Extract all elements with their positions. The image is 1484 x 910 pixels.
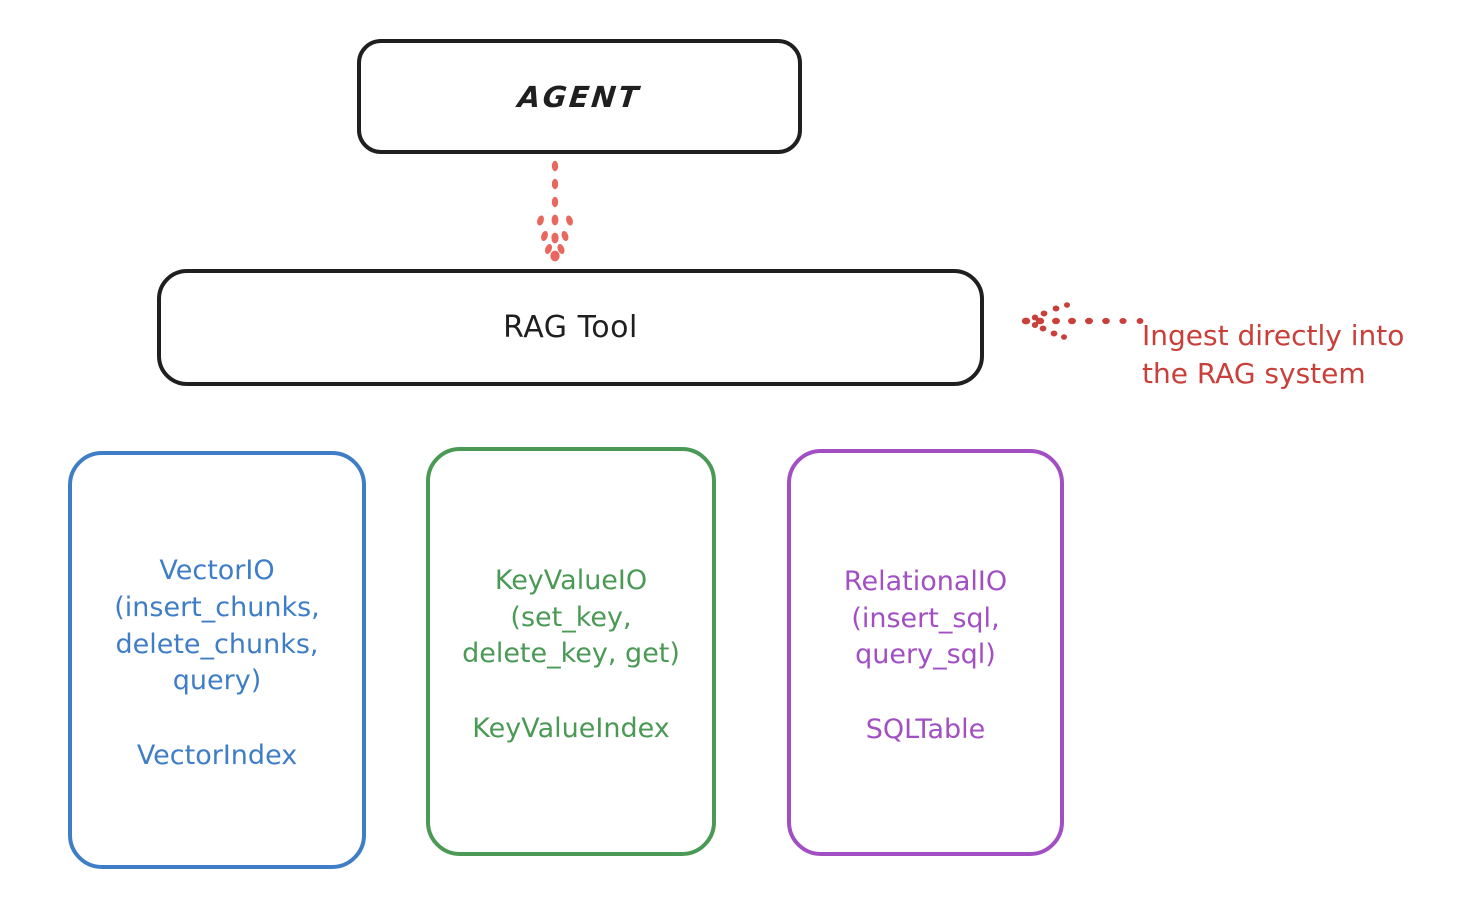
ingest-annotation: Ingest directly into the RAG system [1142,278,1474,394]
agent-to-rag-arrow-icon [537,160,573,262]
ingest-to-rag-arrow-icon [1021,302,1144,340]
node-key-value-io-content: KeyValueIO (set_key, delete_key, get) Ke… [440,563,702,744]
node-relational-io-index-label: SQLTable [865,714,986,746]
node-relational-io[interactable]: RelationalIO (insert_sql, query_sql) SQL… [787,449,1064,856]
ingest-annotation-text: Ingest directly into the RAG system [1142,318,1405,391]
node-rag-tool[interactable]: RAG Tool [157,269,984,386]
node-agent[interactable]: AGENT [357,39,802,154]
node-vector-io-api-label: VectorIO (insert_chunks, delete_chunks, … [114,555,320,697]
node-agent-label: AGENT [516,79,643,114]
node-relational-io-content: RelationalIO (insert_sql, query_sql) SQL… [801,564,1050,745]
node-rag-tool-label: RAG Tool [503,310,638,345]
node-vector-io[interactable]: VectorIO (insert_chunks, delete_chunks, … [68,451,366,869]
node-key-value-io-api-label: KeyValueIO (set_key, delete_key, get) [462,564,680,670]
node-key-value-io[interactable]: KeyValueIO (set_key, delete_key, get) Ke… [426,447,716,856]
node-vector-io-index-label: VectorIndex [136,739,298,771]
node-key-value-io-index-label: KeyValueIndex [472,713,670,745]
node-vector-io-content: VectorIO (insert_chunks, delete_chunks, … [82,553,352,771]
node-relational-io-api-label: RelationalIO (insert_sql, query_sql) [843,565,1008,671]
